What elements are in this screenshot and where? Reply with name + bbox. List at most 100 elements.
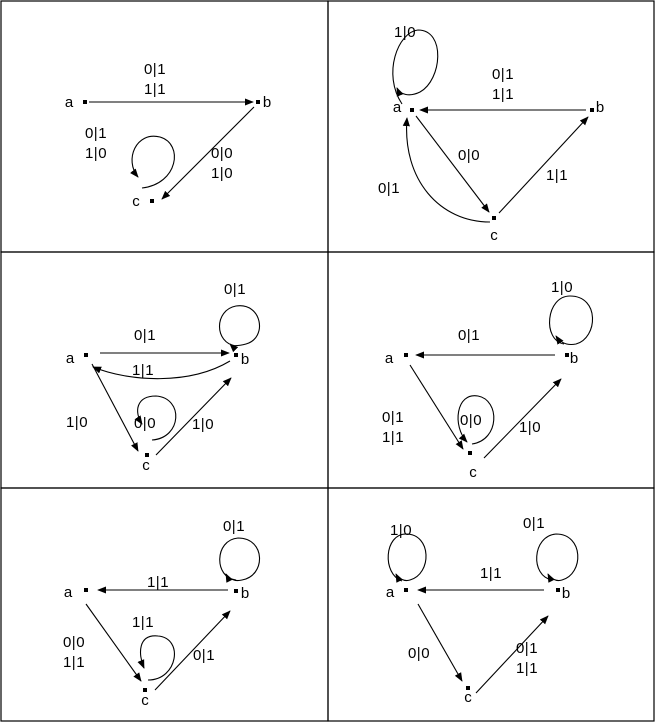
edge-label-c-to-c: 1|1 <box>132 614 154 631</box>
edge-label-b-to-a: 0|1 <box>458 327 480 344</box>
edge-c-to-b <box>154 610 231 691</box>
node-c-label: c <box>142 457 150 474</box>
node-a-dot <box>404 353 408 357</box>
edge-label-line: 0|1 <box>224 281 246 298</box>
edge-label-a-to-a: 1|0 <box>394 24 416 41</box>
panel-border <box>0 0 329 253</box>
edge-b-to-c <box>161 106 255 200</box>
edge-label-line: 0|1 <box>193 647 215 664</box>
edge-label-b-to-b: 1|0 <box>551 279 573 296</box>
node-b-dot <box>565 353 569 357</box>
edge-label-line: 0|1 <box>523 515 545 532</box>
edge-label-c-to-b: 1|0 <box>519 419 541 436</box>
node-a-dot <box>83 100 87 104</box>
node-c-label: c <box>469 464 477 481</box>
edge-label-line: 0|0 <box>408 645 430 662</box>
edge-label-b-to-a: 1|1 <box>132 362 154 379</box>
edge-label-c-to-c: 0|0 <box>460 412 482 429</box>
node-a-dot <box>84 588 88 592</box>
edge-label-c-to-a: 0|1 <box>378 180 400 197</box>
node-c-dot <box>492 216 496 220</box>
node-b-label: b <box>241 585 249 602</box>
panel-border <box>327 487 655 722</box>
node-b-dot <box>556 588 560 592</box>
edge-label-c-to-b: 0|1 <box>193 647 215 664</box>
node-c-dot <box>468 451 472 455</box>
edge-label-line: 1|0 <box>85 145 107 162</box>
edge-label-line: 1|1 <box>546 167 568 184</box>
edge-label-a-to-b: 0|1 <box>134 327 156 344</box>
edge-label-line: 1|1 <box>382 429 404 446</box>
edge-label-line: 1|0 <box>66 414 88 431</box>
edge-label-line: 0|1 <box>85 125 107 142</box>
edge-label-line: 1|0 <box>551 279 573 296</box>
self-loop-a <box>392 29 439 105</box>
edge-b-to-a <box>92 360 231 380</box>
edge-a-to-c <box>91 363 139 452</box>
edge-label-line: 1|1 <box>132 614 154 631</box>
edge-label-line: 0|1 <box>458 327 480 344</box>
edge-label-a-to-c: 0|0 <box>458 147 480 164</box>
edge-label-line: 1|1 <box>516 660 538 677</box>
node-c-dot <box>143 688 147 692</box>
node-a-dot <box>404 588 408 592</box>
edge-label-c-to-b: 1|0 <box>192 416 214 433</box>
self-loop-b <box>219 537 261 583</box>
panel-border <box>327 251 655 489</box>
node-a-label: a <box>386 584 395 601</box>
panel-border <box>327 0 655 253</box>
edge-label-b-to-b: 0|1 <box>223 518 245 535</box>
node-b-dot <box>234 353 238 357</box>
edge-label-line: 0|1 <box>378 180 400 197</box>
edge-label-line: 0|1 <box>382 409 404 426</box>
self-loop-c <box>457 395 495 445</box>
self-loop-b <box>549 295 594 346</box>
edge-c-to-b <box>498 116 589 214</box>
edge-label-c-to-c: 0|0 <box>134 415 156 432</box>
edge-label-line: 0|1 <box>516 640 538 657</box>
node-c-dot <box>466 686 470 690</box>
node-c-dot <box>145 453 149 457</box>
node-a-label: a <box>66 350 75 367</box>
edge-label-line: 1|1 <box>63 654 85 671</box>
node-b-dot <box>234 589 238 593</box>
node-b-label: b <box>596 99 604 116</box>
self-loop-c <box>134 395 177 441</box>
edge-a-to-c <box>85 603 142 682</box>
edge-label-line: 0|0 <box>134 415 156 432</box>
edge-a-to-c <box>415 115 490 213</box>
edge-label-line: 0|0 <box>458 147 480 164</box>
edge-label-c-to-b: 1|1 <box>546 167 568 184</box>
edge-label-line: 0|0 <box>460 412 482 429</box>
node-c-label: c <box>132 193 140 210</box>
edge-c-to-b <box>475 615 549 694</box>
self-loop-c <box>137 635 175 681</box>
edge-label-line: 1|0 <box>394 24 416 41</box>
node-b-dot <box>590 108 594 112</box>
node-b-dot <box>256 100 260 104</box>
edge-label-line: 0|1 <box>144 61 166 78</box>
self-loop-b <box>536 533 579 583</box>
node-c-label: c <box>490 227 498 244</box>
edge-label-line: 0|0 <box>211 145 233 162</box>
node-a-dot <box>84 353 88 357</box>
edge-label-line: 0|1 <box>134 327 156 344</box>
panel-border <box>0 487 329 722</box>
node-a-label: a <box>65 94 74 111</box>
edge-label-a-to-c: 1|0 <box>66 414 88 431</box>
